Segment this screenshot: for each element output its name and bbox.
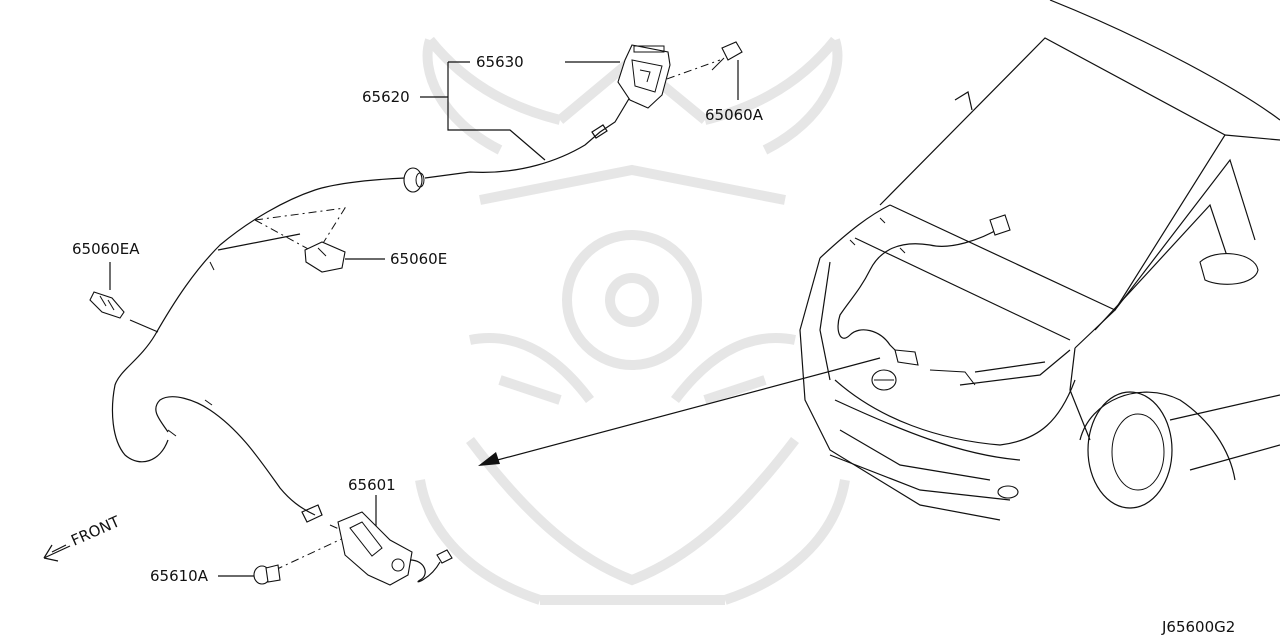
watermark-logo bbox=[415, 36, 850, 605]
hood-release-cable bbox=[111, 91, 634, 523]
label-65610A[interactable]: 65610A bbox=[150, 567, 209, 585]
vehicle-illustration bbox=[799, 0, 1280, 521]
part-65060A-clip bbox=[711, 41, 743, 71]
part-65630-release-handle bbox=[617, 44, 671, 109]
label-65060E[interactable]: 65060E bbox=[390, 250, 447, 268]
part-labels: 65630 65620 65060A 65060EA 65060E 65601 … bbox=[72, 53, 764, 585]
label-65630[interactable]: 65630 bbox=[476, 53, 524, 71]
label-65060A[interactable]: 65060A bbox=[705, 106, 764, 124]
part-65060EA-clip bbox=[89, 291, 125, 319]
part-65060E-clip bbox=[304, 241, 346, 273]
label-65601[interactable]: 65601 bbox=[348, 476, 396, 494]
part-65610A-bolt bbox=[253, 564, 281, 585]
front-direction-indicator: FRONT bbox=[43, 512, 123, 562]
front-label: FRONT bbox=[68, 512, 123, 550]
diagram-code: J65600G2 bbox=[1161, 618, 1235, 636]
leader-lines bbox=[109, 60, 881, 577]
label-65060EA[interactable]: 65060EA bbox=[72, 240, 140, 258]
label-65620[interactable]: 65620 bbox=[362, 88, 410, 106]
part-65601-hood-lock bbox=[337, 511, 453, 586]
